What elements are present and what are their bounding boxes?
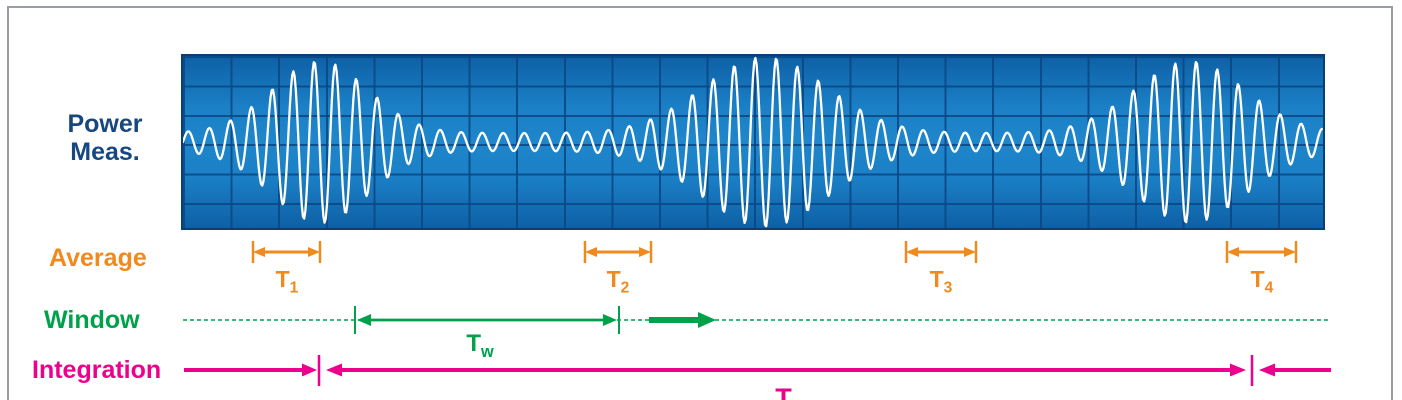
t4-label-sub: 4: [1264, 279, 1274, 297]
t3-label-main: T: [929, 266, 944, 292]
t1-label-main: T: [275, 266, 290, 292]
power-meas-label: Power Meas.: [40, 110, 170, 166]
t2-label-main: T: [606, 266, 621, 292]
t2-label: T2: [607, 266, 630, 298]
waveform-trace: [183, 56, 1323, 228]
tw-label-main: T: [466, 330, 481, 357]
ti-label-sub: i: [792, 396, 797, 400]
t1-label-sub: 1: [289, 279, 299, 297]
t3-label: T3: [930, 266, 953, 298]
frame-border: [7, 6, 1393, 400]
ti-label-main: T: [775, 383, 792, 400]
tw-label: Tw: [466, 330, 493, 362]
power-meas-line1: Power: [67, 110, 143, 138]
waveform: [183, 56, 1323, 228]
tw-label-sub: w: [480, 342, 494, 361]
t4-label: T4: [1251, 266, 1274, 298]
t1-label: T1: [276, 266, 299, 298]
t4-label-main: T: [1250, 266, 1265, 292]
scope-display: [181, 54, 1325, 230]
average-row-label: Average: [49, 244, 147, 272]
integration-row-label: Integration: [32, 356, 162, 384]
ti-label: Ti: [775, 383, 797, 400]
t3-label-sub: 3: [943, 279, 953, 297]
power-meas-line2: Meas.: [70, 138, 140, 166]
t2-label-sub: 2: [620, 279, 630, 297]
window-row-label: Window: [44, 306, 140, 334]
